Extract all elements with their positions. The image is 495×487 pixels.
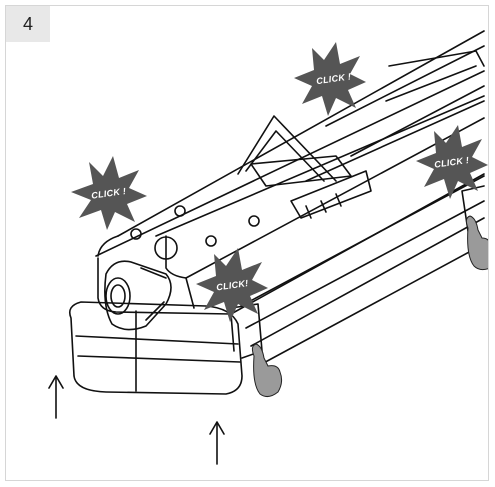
- click-burst-icon: CLICK!: [196, 248, 268, 322]
- click-burst-icon: CLICK !: [416, 125, 488, 199]
- click-label: CLICK !: [316, 71, 352, 86]
- pointing-hand-icon: [251, 343, 283, 398]
- click-label: CLICK !: [434, 155, 470, 170]
- instruction-figure: 4: [5, 5, 489, 481]
- click-label: CLICK !: [91, 186, 127, 201]
- end-cap-outline: [68, 301, 243, 395]
- up-arrow-icon-right: [209, 421, 225, 465]
- cable-gland: [104, 260, 172, 331]
- click-burst-icon: CLICK !: [294, 42, 366, 116]
- mounting-bracket: [237, 115, 337, 182]
- pointing-hand-icon: [465, 215, 488, 271]
- step-number-badge: 4: [6, 6, 50, 42]
- click-burst-icon: CLICK !: [71, 156, 147, 230]
- luminaire-illustration: CLICK ! CLICK ! CLICK ! CLICK!: [48, 30, 488, 465]
- up-arrow-icon-left: [48, 375, 64, 419]
- housing-top-outline: [95, 30, 485, 257]
- click-label: CLICK!: [216, 278, 249, 292]
